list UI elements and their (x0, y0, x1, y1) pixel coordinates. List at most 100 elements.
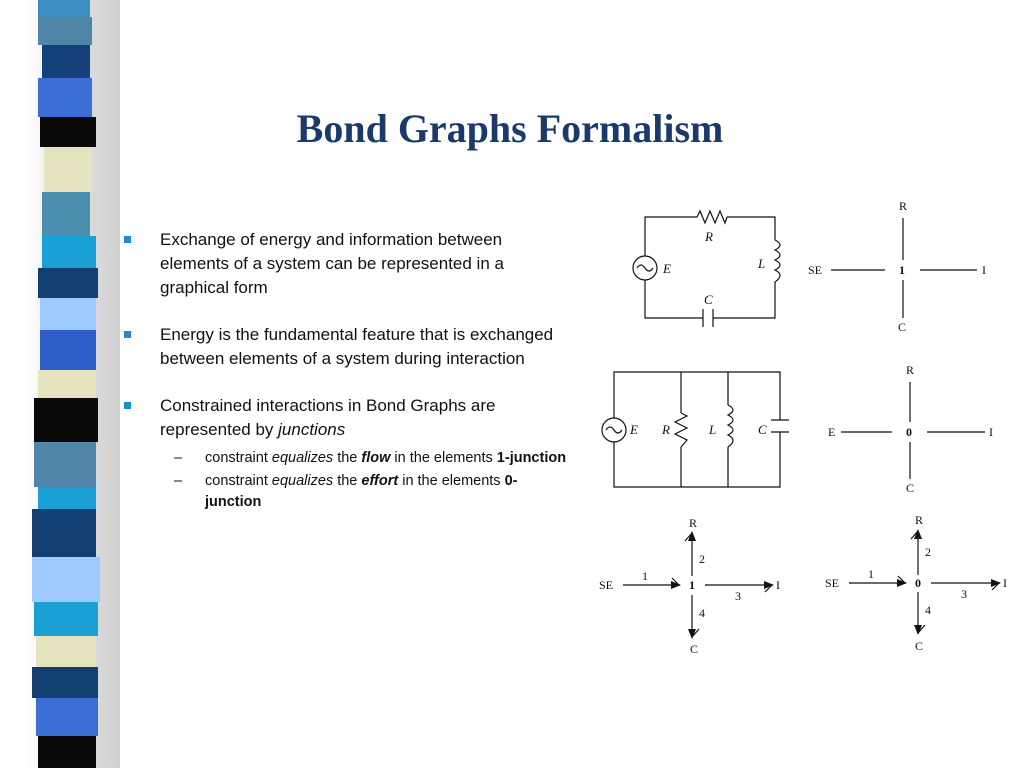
stripe-band (36, 698, 98, 736)
stripe-band (34, 602, 98, 636)
capacitor-icon (702, 309, 714, 327)
sub-bullet-text: the (333, 450, 362, 466)
decorative-stripe-bar (0, 0, 120, 768)
junction-left-label: E (828, 425, 835, 439)
inductor-label: L (757, 256, 765, 271)
stripe-band (40, 298, 96, 330)
junction-top-label: R (906, 363, 914, 377)
junction-left-label: SE (808, 263, 822, 277)
stripe-band (38, 736, 96, 768)
capacitor-label: C (704, 292, 713, 307)
resistor-icon (696, 209, 728, 225)
bullet-item: Energy is the fundamental feature that i… (118, 323, 573, 371)
bullet-text: Energy is the fundamental feature that i… (160, 325, 554, 368)
sub-bullet-marker: – (174, 450, 183, 466)
sub-bullet-text: the (333, 473, 362, 489)
bond-graph-one-junction (623, 531, 774, 639)
stripe-band (44, 147, 92, 192)
stripe-band (32, 557, 100, 602)
junction-top-label: R (899, 199, 907, 213)
resistor-label: R (661, 422, 670, 437)
resistor-icon (673, 412, 689, 448)
junction-right-label: I (982, 263, 986, 277)
bond-number-label: 4 (699, 606, 705, 620)
inductor-icon (726, 404, 734, 448)
slide-title: Bond Graphs Formalism (296, 106, 724, 151)
stripe-band (38, 487, 96, 509)
inductor-label: L (708, 422, 716, 437)
bond-bottom-label: C (915, 639, 923, 653)
one-junction-graph (831, 218, 977, 318)
bond-top-label: R (915, 513, 923, 527)
sub-bullet-item: – constraint equalizes the flow in the e… (118, 448, 573, 469)
parallel-rlc-circuit (601, 371, 789, 488)
stripe-band (32, 509, 96, 557)
ac-source-icon (601, 417, 627, 443)
sub-bullet-junction: 0-junction (205, 473, 518, 510)
inductor-icon (773, 239, 781, 283)
series-rlc-circuit (632, 209, 781, 327)
bond-number-label: 1 (868, 567, 874, 581)
bond-center-label: 0 (915, 576, 921, 590)
sub-bullet-junction: 1-junction (496, 450, 567, 466)
junction-center-label: 1 (899, 263, 905, 277)
junction-center-label: 0 (906, 425, 912, 439)
bond-right-label: I (1003, 576, 1007, 590)
stripe-band (42, 45, 90, 78)
stripe-band (40, 330, 96, 370)
bullet-item: Exchange of energy and information betwe… (118, 228, 573, 300)
bullet-item: Constrained interactions in Bond Graphs … (118, 394, 573, 442)
bond-number-label: 2 (925, 545, 931, 559)
bond-graph-zero-junction (849, 529, 1001, 635)
bullet-marker (124, 236, 131, 243)
bond-number-label: 2 (699, 552, 705, 566)
sub-bullet-text: constraint (205, 473, 272, 489)
source-label: E (662, 261, 671, 276)
stripe-band (42, 236, 96, 268)
stripe-band (34, 398, 98, 442)
bond-number-label: 3 (735, 589, 741, 603)
stripe-band (42, 192, 90, 236)
sub-bullet-text: in the elements (398, 473, 505, 489)
junction-right-label: I (989, 425, 993, 439)
sub-bullet-keyword: effort (361, 473, 399, 489)
bond-number-label: 4 (925, 603, 931, 617)
sub-bullet-text: in the elements (390, 450, 497, 466)
bullet-list: Exchange of energy and information betwe… (118, 228, 573, 513)
stripe-band (40, 117, 96, 147)
bond-center-label: 1 (689, 578, 695, 592)
bond-bottom-label: C (690, 642, 698, 656)
stripe-band (38, 17, 92, 45)
bullet-text: Constrained interactions in Bond Graphs … (160, 396, 496, 439)
stripe-band (38, 370, 96, 398)
bond-right-label: I (776, 578, 780, 592)
sub-bullet-emphasis: equalizes (271, 450, 334, 466)
stripe-band (38, 268, 98, 298)
source-label: E (629, 422, 638, 437)
bullet-emphasis: junctions (278, 420, 346, 439)
bond-left-label: SE (599, 578, 613, 592)
sub-bullet-emphasis: equalizes (271, 473, 334, 489)
capacitor-label: C (758, 422, 767, 437)
resistor-label: R (704, 229, 713, 244)
capacitor-icon (771, 419, 789, 433)
stripe-band (32, 667, 98, 698)
ac-source-icon (632, 255, 658, 281)
bond-left-label: SE (825, 576, 839, 590)
stripe-band (34, 442, 96, 487)
bond-top-label: R (689, 516, 697, 530)
bullet-marker (124, 331, 131, 338)
bullet-text: Exchange of energy and information betwe… (160, 230, 504, 297)
stripe-band (38, 0, 90, 17)
junction-bottom-label: C (906, 481, 914, 495)
bond-number-label: 1 (642, 569, 648, 583)
junction-bottom-label: C (898, 320, 906, 334)
sub-bullet-text: constraint (205, 450, 272, 466)
stripe-band (38, 78, 92, 117)
bullet-marker (124, 402, 131, 409)
stripe-band (36, 636, 96, 667)
bond-number-label: 3 (961, 587, 967, 601)
sub-bullet-item: – constraint equalizes the effort in the… (118, 471, 573, 513)
zero-junction-graph (841, 382, 985, 479)
